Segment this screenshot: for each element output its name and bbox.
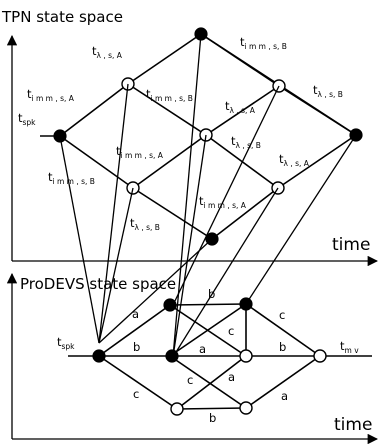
- prodevs-panel: ProDEVS state space time: [6, 272, 379, 445]
- tpn-labels: tspk tλ , s, A ti m m , s, B ti m m , s,…: [18, 35, 343, 232]
- tpn-label: ti m m , s, A: [199, 194, 247, 210]
- tpn-label: tλ , s, B: [130, 216, 160, 232]
- tpn-label: ti m m , s, B: [240, 35, 287, 51]
- tpn-label: tλ , s, A: [225, 99, 256, 115]
- correspondence-links: [59, 33, 357, 358]
- prodevs-label: a: [228, 370, 235, 384]
- prodevs-label: a: [199, 342, 206, 356]
- tpn-label: ti m m , s, B: [146, 87, 193, 103]
- prodevs-label: a: [281, 389, 288, 403]
- tpn-label: tλ , s, B: [231, 134, 261, 150]
- tpn-label: ti m m , s, A: [116, 144, 164, 160]
- prodevs-nodes: [92, 297, 327, 416]
- prodevs-node: [239, 401, 253, 415]
- tpn-label: ti m m , s, A: [27, 87, 75, 103]
- prodevs-label: b: [279, 340, 286, 354]
- prodevs-node: [239, 297, 253, 311]
- prodevs-node: [163, 298, 177, 312]
- prodevs-node: [165, 349, 179, 363]
- prodevs-node-start: [92, 349, 106, 363]
- prodevs-labels: tspk tm v a b c b c c a c a b b a: [57, 287, 359, 425]
- tpn-time-label: time: [332, 235, 370, 255]
- prodevs-lattice-edges: [68, 303, 372, 410]
- tpn-label: ti m m , s, B: [48, 170, 95, 186]
- prodevs-title: ProDEVS state space: [20, 275, 176, 293]
- tpn-panel: TPN state space time: [1, 8, 379, 267]
- prodevs-label: b: [209, 411, 216, 425]
- prodevs-label: c: [187, 373, 193, 387]
- prodevs-label: b: [208, 287, 215, 301]
- tpn-label: tλ , s, B: [313, 83, 343, 99]
- prodevs-label: c: [228, 324, 234, 338]
- prodevs-label-t-mv: tm v: [340, 339, 359, 355]
- prodevs-node-end: [313, 349, 327, 363]
- prodevs-label: c: [279, 308, 285, 322]
- tpn-nodes: [53, 27, 363, 246]
- prodevs-label: c: [133, 387, 139, 401]
- tpn-label: tλ , s, A: [92, 44, 123, 60]
- tpn-title: TPN state space: [1, 8, 123, 26]
- prodevs-node: [170, 402, 184, 416]
- tpn-label: tλ , s, A: [279, 152, 310, 168]
- prodevs-node: [239, 349, 253, 363]
- prodevs-label: a: [132, 307, 139, 321]
- prodevs-time-label: time: [334, 415, 372, 435]
- tpn-label-t-spk: tspk: [18, 111, 36, 127]
- prodevs-label-t-spk: tspk: [57, 335, 75, 351]
- prodevs-label: b: [133, 340, 140, 354]
